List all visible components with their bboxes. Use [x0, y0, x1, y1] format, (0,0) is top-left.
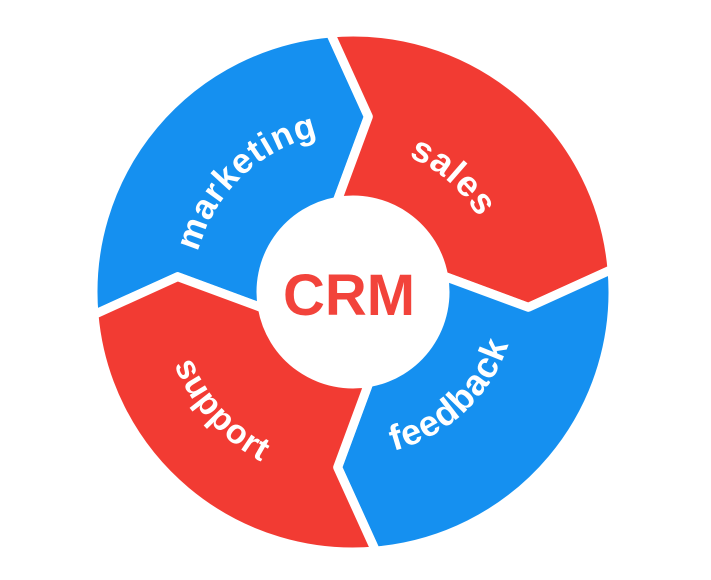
- segment-sales: [325, 27, 617, 312]
- segment-support: [89, 272, 381, 557]
- segment-feedback: [333, 264, 618, 556]
- segment-marketing: [88, 28, 373, 320]
- center-label: CRM: [283, 263, 415, 328]
